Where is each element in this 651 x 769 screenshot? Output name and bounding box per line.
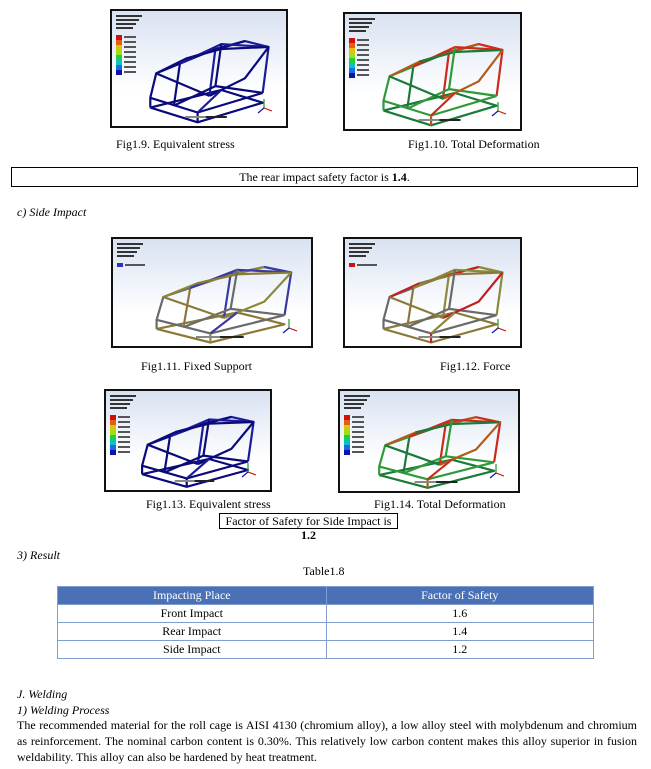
roll-cage-render [349, 243, 507, 344]
table-cell: 1.4 [325, 622, 595, 641]
side-impact-value: 1.2 [301, 528, 316, 542]
cage-wireframe [382, 43, 504, 127]
roll-cage-render [117, 243, 298, 344]
figure-force [343, 237, 522, 348]
rear-impact-value: 1.4 [391, 170, 407, 184]
side-impact-heading: c) Side Impact [17, 205, 87, 219]
boundary-legend [349, 263, 377, 267]
color-legend [349, 38, 369, 78]
color-legend [116, 35, 136, 75]
figure-caption: Fig1.14. Total Deformation [374, 497, 506, 511]
figure-total-deformation-side [338, 389, 520, 493]
roll-cage-render [349, 18, 507, 127]
table-header-row: Impacting Place Factor of Safety [57, 586, 595, 605]
table-cell: 1.6 [325, 604, 595, 623]
legend-header [110, 395, 136, 409]
scale-bar [418, 119, 461, 121]
column-header-impacting-place: Impacting Place [57, 586, 327, 605]
cage-wireframe [378, 416, 502, 489]
axis-triad-icon [489, 464, 505, 479]
figure-caption: Fig1.11. Fixed Support [141, 359, 252, 373]
table-cell: Rear Impact [57, 622, 327, 641]
cage-wireframe [141, 415, 255, 488]
figure-equivalent-stress-rear [110, 9, 288, 128]
roll-cage-render [344, 395, 505, 489]
color-legend [110, 415, 130, 455]
scale-bar [196, 336, 244, 338]
rear-impact-text: The rear impact safety factor is [239, 170, 392, 184]
figure-caption: Fig1.10. Total Deformation [408, 137, 540, 151]
roll-cage-render [116, 15, 273, 124]
scale-bar [418, 336, 461, 338]
figure-caption: Fig1.12. Force [440, 359, 511, 373]
table-cell: Side Impact [57, 640, 327, 659]
rear-impact-safety-box: The rear impact safety factor is 1.4. [11, 167, 638, 187]
figure-equivalent-stress-side [104, 389, 272, 492]
legend-header [349, 243, 375, 257]
axis-triad-icon [491, 102, 507, 117]
column-header-factor-of-safety: Factor of Safety [325, 586, 595, 605]
legend-header [117, 243, 143, 257]
axis-triad-icon [257, 99, 273, 114]
legend-header [116, 15, 142, 29]
roll-cage-render [110, 395, 257, 488]
welding-paragraph: The recommended material for the roll ca… [17, 718, 637, 764]
table-row: Rear Impact 1.4 [57, 622, 595, 641]
side-impact-text: Factor of Safety for Side Impact is [225, 514, 392, 528]
scale-bar [414, 481, 458, 483]
result-table: Impacting Place Factor of Safety Front I… [57, 586, 595, 659]
subsection-heading-welding-process: 1) Welding Process [17, 703, 110, 717]
figure-caption: Fig1.9. Equivalent stress [116, 137, 235, 151]
axis-triad-icon [241, 463, 257, 478]
figure-caption: Fig1.13. Equivalent stress [146, 497, 271, 511]
figure-fixed-support [111, 237, 313, 348]
color-legend [344, 415, 364, 455]
cage-wireframe [155, 265, 293, 344]
legend-header [344, 395, 370, 409]
table-cell: 1.2 [325, 640, 595, 659]
legend-header [349, 18, 375, 32]
rear-impact-suffix: . [406, 170, 410, 184]
side-impact-safety-box: Factor of Safety for Side Impact is 1.2 [219, 513, 398, 542]
figure-total-deformation-rear [343, 12, 522, 131]
axis-triad-icon [491, 319, 507, 334]
table-row: Side Impact 1.2 [57, 640, 595, 659]
cage-wireframe [382, 265, 504, 344]
table-row: Front Impact 1.6 [57, 604, 595, 623]
result-heading: 3) Result [17, 548, 60, 562]
section-heading-welding: J. Welding [17, 687, 68, 701]
scale-bar [185, 116, 227, 118]
axis-triad-icon [282, 319, 298, 334]
table-caption: Table1.8 [303, 564, 345, 578]
scale-bar [174, 480, 215, 482]
cage-wireframe [149, 40, 270, 124]
boundary-legend [117, 263, 145, 267]
table-cell: Front Impact [57, 604, 327, 623]
